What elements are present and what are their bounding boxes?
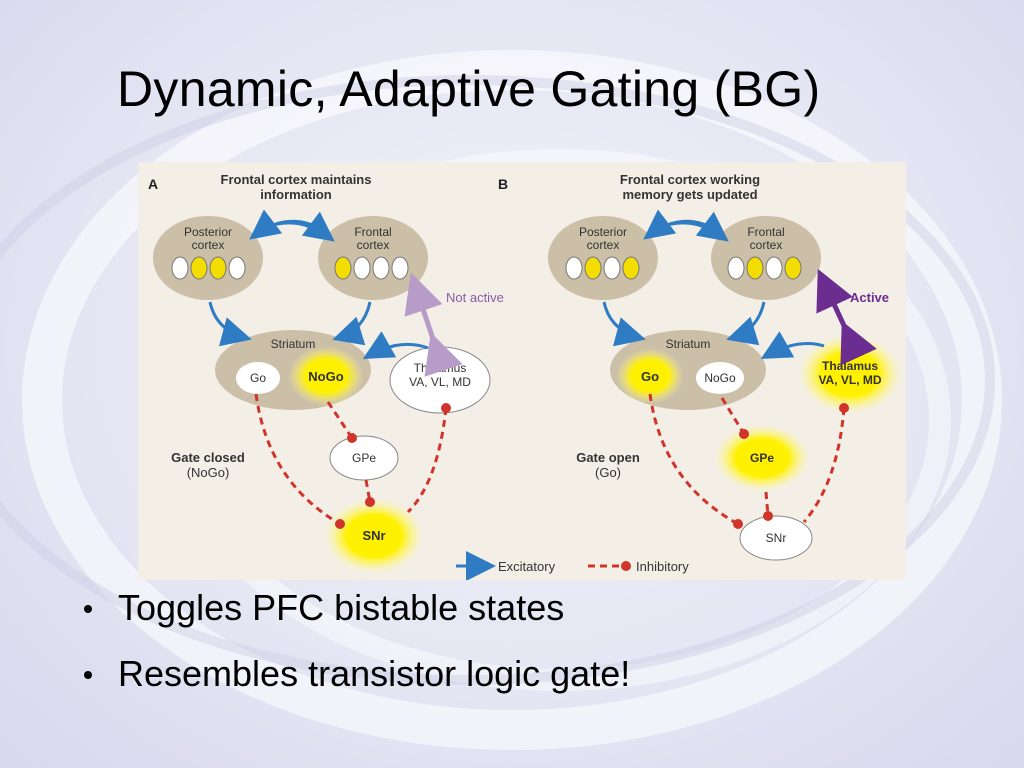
panel-a-snr-label: SNr [362,528,385,543]
panel-a-striatum-label: Striatum [271,337,316,351]
bullet-text: Toggles PFC bistable states [118,587,565,628]
panel-b-thalamus-label-2: VA, VL, MD [818,373,881,387]
bullet-dot [84,671,92,679]
panel-b-status-label: Active [850,290,889,305]
panel-a-snr [324,498,424,574]
panel-b-frontal-cells [727,256,802,280]
panel-b-posterior-label-1: Posterior [579,225,627,239]
panel-b-posterior-cells [565,256,640,280]
panel-a-posterior-label-1: Posterior [184,225,232,239]
panel-b-inhibitory-lines [648,393,846,526]
panel-b-excitatory-arrows [602,209,825,359]
bullet-list: Toggles PFC bistable states Resembles tr… [84,585,630,717]
panel-a-go-label: Go [250,371,266,385]
panel-a-posterior-label-2: cortex [192,238,225,252]
panel-b-frontal-label-2: cortex [750,238,783,252]
panel-a-not-active-arrow [404,272,463,377]
panel-b-gpe-label: GPe [750,451,774,465]
panel-b-letter: B [498,176,508,192]
legend-excitatory-label: Excitatory [498,559,556,574]
legend-inhibitory-label: Inhibitory [636,559,689,574]
panel-a-frontal-label-1: Frontal [354,225,391,239]
panel-a-thalamus-label-2: VA, VL, MD [409,375,471,389]
gating-diagram: A Frontal cortex maintains information P… [138,162,906,580]
panel-b-frontal-label-1: Frontal [747,225,784,239]
panel-a-heading-1: Frontal cortex maintains [221,172,372,187]
bullet-item: Resembles transistor logic gate! [84,651,630,717]
panel-a-letter: A [148,176,158,192]
panel-b-gate-label-2: (Go) [595,465,621,480]
panel-a-heading-2: information [260,187,332,202]
legend-inhibitory-dot [621,561,631,571]
panel-b-nogo-node [696,362,744,394]
panel-b-posterior-label-2: cortex [587,238,620,252]
panel-b-heading-1: Frontal cortex working [620,172,760,187]
panel-a-go-node [236,362,280,394]
panel-a-frontal-label-2: cortex [357,238,390,252]
panel-a: A Frontal cortex maintains information P… [148,172,504,574]
panel-a-posterior-cells [171,256,246,280]
panel-a-nogo-label: NoGo [308,369,343,384]
panel-a-gate-label-1: Gate closed [171,450,245,465]
bullet-item: Toggles PFC bistable states [84,585,630,651]
panel-b-gpe [714,424,810,492]
panel-b-inhibitory-endpoints [733,403,849,529]
panel-b: B Frontal cortex working memory gets upd… [498,172,902,561]
slide-title: Dynamic, Adaptive Gating (BG) [117,61,821,117]
panel-a-status-label: Not active [446,290,504,305]
panel-b-nogo-label: NoGo [704,371,736,385]
panel-b-go-node [616,348,684,404]
panel-a-excitatory-arrows [208,209,429,359]
panel-b-snr [739,515,813,561]
panel-b-snr-label: SNr [766,531,787,545]
panel-a-inhibitory-endpoints [335,403,451,529]
panel-b-gate-label-1: Gate open [576,450,640,465]
panel-b-heading-2: memory gets updated [622,187,757,202]
bullet-dot [84,605,92,613]
panel-a-frontal-cells [334,256,409,280]
panel-b-striatum-label: Striatum [666,337,711,351]
panel-b-active-arrow [816,268,877,366]
panel-b-thalamus-label-1: Thalamus [822,359,878,373]
panel-b-go-label: Go [641,369,659,384]
legend: Excitatory Inhibitory [456,551,689,580]
panel-a-gate-label-2: (NoGo) [187,465,230,480]
panel-a-nogo-node [288,346,364,406]
panel-a-thalamus-label-1: Thalamus [414,361,467,375]
panel-a-gpe [329,435,399,481]
bullet-text: Resembles transistor logic gate! [118,653,631,694]
panel-a-gpe-label: GPe [352,451,376,465]
